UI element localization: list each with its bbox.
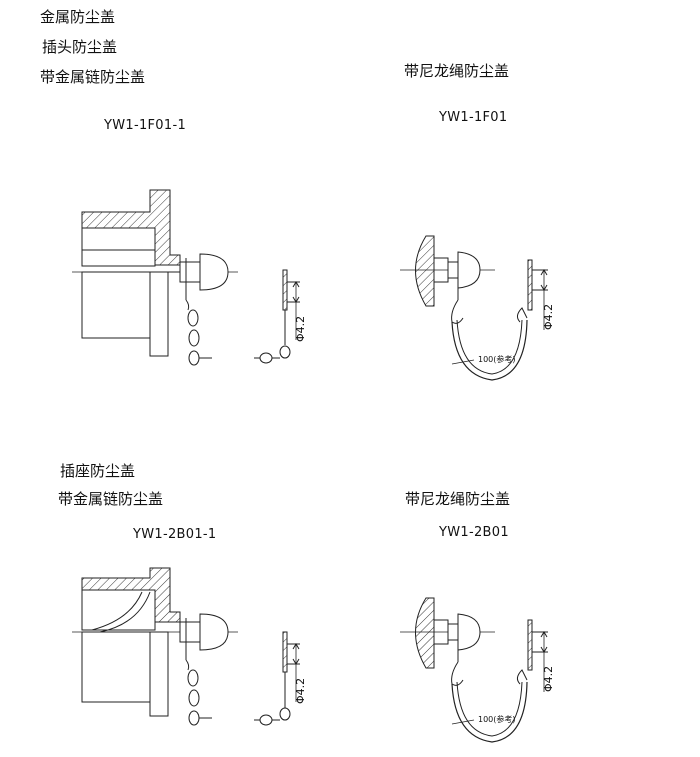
- code-top-metal: YW1-1F01-1: [104, 118, 187, 133]
- bottom-socket-metal-chain-drawing: [72, 567, 238, 726]
- top-plug-metal-chain-drawing: [72, 189, 238, 366]
- bottom-cord-length: 100(参考): [478, 714, 516, 724]
- label-bottom-nylon-cord-cap: 带尼龙绳防尘盖: [405, 490, 511, 508]
- top-cord-length: 100(参考): [478, 354, 516, 364]
- top-ring-side-view: [254, 269, 300, 364]
- code-bottom-metal: YW1-2B01-1: [133, 527, 217, 542]
- label-bottom-metal-chain-cap: 带金属链防尘盖: [58, 490, 164, 508]
- top-phi-dim-nylon: Φ4.2: [542, 304, 555, 330]
- top-nylon-cord-drawing: [400, 235, 548, 381]
- bottom-ring-side-view: [254, 631, 300, 726]
- label-top-metal-chain-cap: 带金属链防尘盖: [40, 68, 146, 86]
- top-phi-dim-small: Φ4.2: [294, 316, 307, 342]
- bottom-nylon-cord-drawing: [400, 597, 548, 743]
- label-plug-dust-cap: 插头防尘盖: [42, 38, 118, 56]
- code-top-nylon: YW1-1F01: [439, 110, 508, 125]
- bottom-phi-dim-nylon: Φ4.2: [542, 666, 555, 692]
- code-bottom-nylon: YW1-2B01: [439, 525, 509, 540]
- bottom-phi-dim-small: Φ4.2: [294, 678, 307, 704]
- label-top-nylon-cord-cap: 带尼龙绳防尘盖: [404, 62, 510, 80]
- label-metal-dust-cap: 金属防尘盖: [40, 8, 116, 26]
- label-socket-dust-cap: 插座防尘盖: [60, 462, 136, 480]
